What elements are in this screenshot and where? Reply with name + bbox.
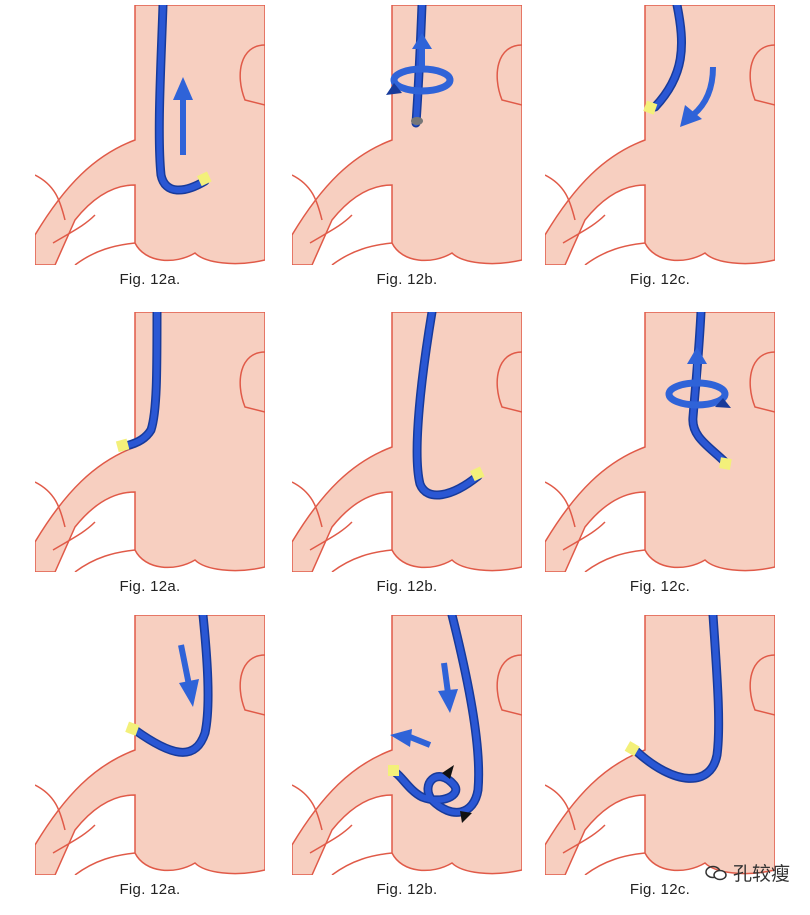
panel-r3-b: Fig. 12b. bbox=[292, 615, 522, 915]
down-arrow-icon bbox=[178, 644, 192, 686]
figure-caption: Fig. 12a. bbox=[119, 881, 181, 898]
panel-r3-c: Fig. 12c. bbox=[545, 615, 775, 915]
scope-tip bbox=[643, 100, 658, 115]
curve-arrow-icon bbox=[690, 66, 716, 118]
scope-tip bbox=[197, 171, 212, 187]
panel-r2-b: Fig. 12b. bbox=[292, 312, 522, 612]
scope-tip bbox=[470, 466, 485, 482]
scope-tip bbox=[125, 721, 140, 736]
panel-r2-c: Fig. 12c. bbox=[545, 312, 775, 612]
watermark-text: 孔较瘦 bbox=[732, 863, 790, 885]
figure-caption: Fig. 12b. bbox=[376, 578, 438, 595]
figure-caption: Fig. 12b. bbox=[376, 271, 438, 288]
scope-tip bbox=[719, 457, 732, 470]
figure-caption: Fig. 12c. bbox=[629, 578, 691, 595]
black-arrow-icon bbox=[460, 811, 472, 823]
panel-r1-c: Fig. 12c. bbox=[545, 5, 775, 305]
illustration-r3-b bbox=[292, 615, 522, 875]
illustration-r1-b bbox=[292, 5, 522, 265]
illustration-r1-c bbox=[545, 5, 775, 265]
figure-caption: Fig. 12b. bbox=[376, 881, 438, 898]
illustration-r3-c bbox=[545, 615, 775, 875]
down-arrow-icon bbox=[441, 662, 451, 694]
panel-r3-a: Fig. 12a. bbox=[35, 615, 265, 915]
panel-r2-a: Fig. 12a. bbox=[35, 312, 265, 612]
illustration-r2-b bbox=[292, 312, 522, 572]
illustration-r2-a bbox=[35, 312, 265, 572]
black-arrow-icon bbox=[442, 765, 454, 779]
wechat-icon bbox=[705, 865, 727, 880]
scope-tip bbox=[388, 765, 399, 776]
left-arrow-icon bbox=[408, 734, 432, 748]
scope-tip bbox=[115, 438, 130, 453]
illustration-r3-a bbox=[35, 615, 265, 875]
figure-caption: Fig. 12a. bbox=[119, 578, 181, 595]
panel-r1-b: Fig. 12b. bbox=[292, 5, 522, 305]
watermark: 孔较瘦 bbox=[705, 859, 790, 886]
panel-r1-a: Fig. 12a. bbox=[35, 5, 265, 305]
figure-caption: Fig. 12c. bbox=[629, 881, 691, 898]
illustration-r1-a bbox=[35, 5, 265, 265]
figure-caption: Fig. 12a. bbox=[119, 271, 181, 288]
scope-tip bbox=[624, 741, 640, 757]
figure-caption: Fig. 12c. bbox=[629, 271, 691, 288]
illustration-r2-c bbox=[545, 312, 775, 572]
